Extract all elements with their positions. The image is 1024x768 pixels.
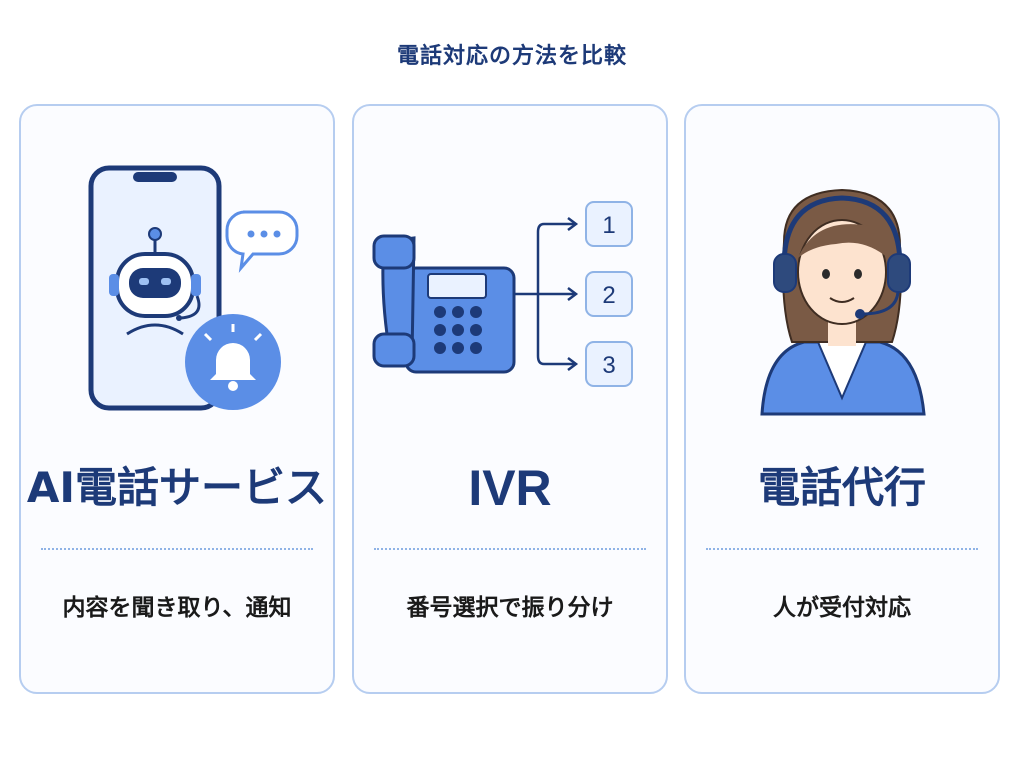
card-ivr: 1 2 3 IVR 番号選択で振り分け	[352, 104, 668, 694]
notification-bell-icon	[185, 314, 281, 410]
card-description: 人が受付対応	[773, 595, 911, 621]
page-title: 電話対応の方法を比較	[396, 44, 627, 69]
speech-bubble-icon	[225, 210, 299, 273]
card-title: AI電話サービス	[26, 463, 328, 512]
desk-phone-icon	[372, 234, 516, 374]
dotted-divider	[706, 548, 978, 550]
card-ai-phone-service: AI電話サービス 内容を聞き取り、通知	[19, 104, 335, 694]
option-label: 3	[602, 352, 615, 379]
ivr-illustration: 1 2 3	[372, 201, 633, 387]
card-phone-agent: 電話代行 人が受付対応	[684, 104, 1000, 694]
option-label: 2	[602, 282, 615, 309]
card-description: 番号選択で振り分け	[406, 595, 614, 621]
dotted-divider	[374, 548, 646, 550]
robot-icon	[109, 227, 201, 336]
ai-phone-illustration	[88, 165, 299, 411]
dotted-divider	[41, 548, 313, 550]
card-title: IVR	[468, 460, 552, 516]
operator-illustration	[760, 188, 926, 416]
option-box-2: 2	[585, 271, 633, 317]
card-title: 電話代行	[757, 463, 926, 512]
routing-arrows-icon	[514, 217, 579, 371]
option-box-1: 1	[585, 201, 633, 247]
option-label: 1	[602, 212, 615, 239]
headset-icon	[773, 195, 911, 319]
card-description: 内容を聞き取り、通知	[62, 595, 292, 621]
option-box-3: 3	[585, 341, 633, 387]
operator-woman-icon	[760, 188, 926, 416]
